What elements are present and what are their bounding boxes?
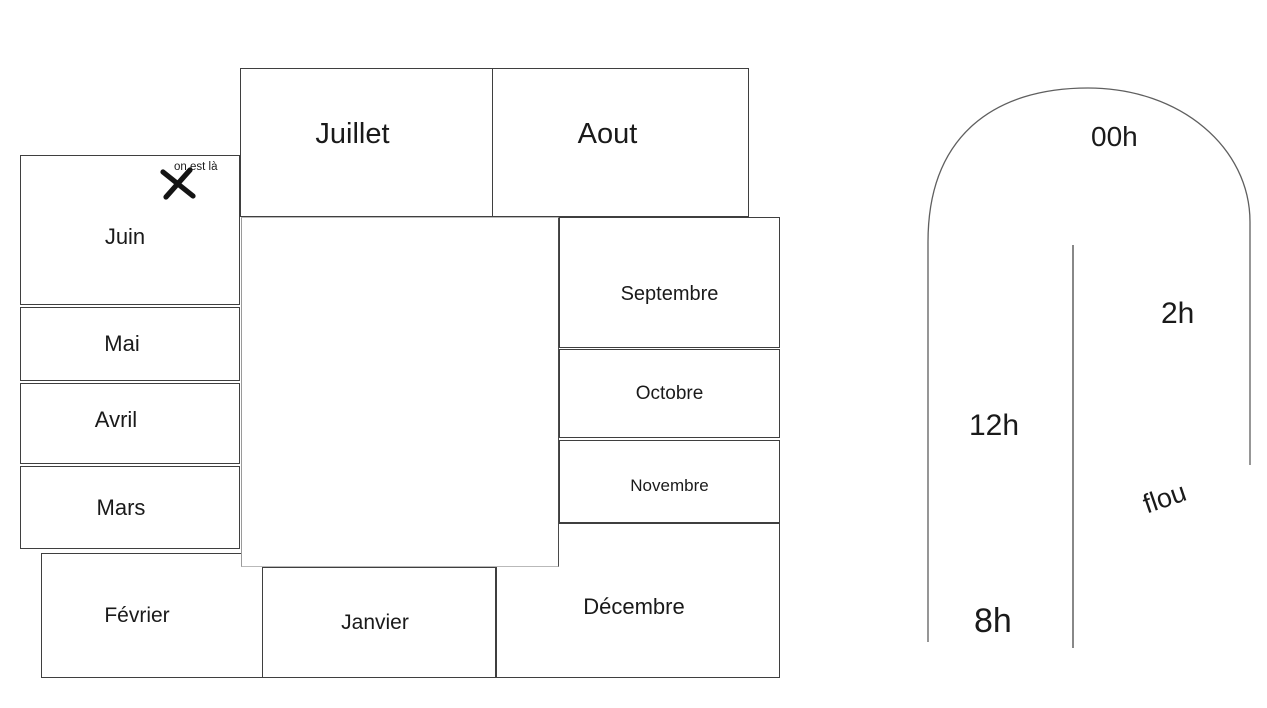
month-label: Mai xyxy=(104,331,140,356)
clock-label-8h: 8h xyxy=(974,602,1012,640)
clock-label-12h: 12h xyxy=(969,409,1020,442)
month-label: Aout xyxy=(577,118,638,150)
month-label: Février xyxy=(104,603,170,627)
month-box-avril: Avril xyxy=(20,383,240,464)
month-label: Décembre xyxy=(583,593,685,619)
month-box-janvier: Janvier xyxy=(262,567,496,678)
month-box-aout: Aout xyxy=(492,68,749,217)
month-label: Janvier xyxy=(341,610,409,634)
month-box-septembre: Septembre xyxy=(559,217,780,348)
x-mark-icon xyxy=(160,167,196,200)
clock-label-2h: 2h xyxy=(1161,297,1195,330)
month-box-octobre: Octobre xyxy=(559,349,780,438)
month-box-mars: Mars xyxy=(20,466,240,549)
clock-label-midnight: 00h xyxy=(1091,121,1138,152)
month-box-mai: Mai xyxy=(20,307,240,381)
month-label: Septembre xyxy=(620,283,719,305)
clock-arch-drawing xyxy=(927,87,1251,648)
central-empty-region xyxy=(241,217,559,567)
here-annotation-label: on est là xyxy=(174,161,218,173)
month-box-fevrier: Février xyxy=(41,553,263,678)
month-label: Juillet xyxy=(315,118,390,150)
month-box-juillet: Juillet xyxy=(240,68,493,217)
month-label: Mars xyxy=(96,494,146,520)
month-label: Avril xyxy=(94,406,138,432)
month-label: Novembre xyxy=(630,475,709,495)
month-label: Octobre xyxy=(635,382,704,404)
month-box-novembre: Novembre xyxy=(559,440,780,523)
month-box-juin: Juin xyxy=(20,155,240,305)
month-label: Juin xyxy=(104,224,146,249)
